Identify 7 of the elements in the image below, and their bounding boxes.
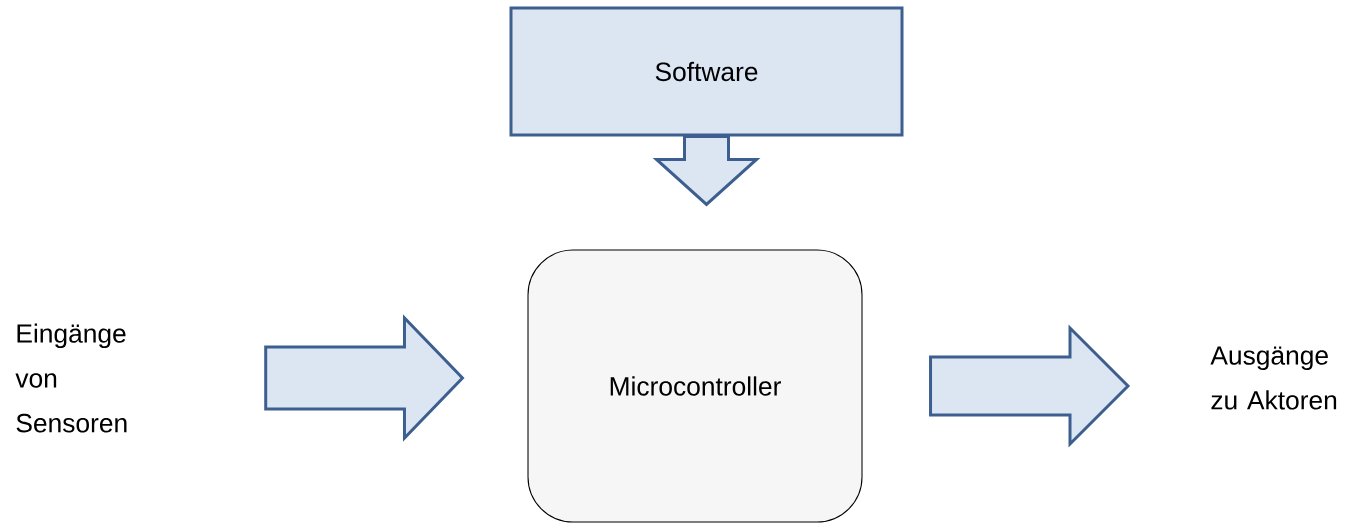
input-label: Eingänge von Sensoren <box>15 323 127 433</box>
output-label: Ausgänge zu Aktoren <box>1210 346 1337 410</box>
block-arrow <box>929 324 1131 448</box>
software-box: Software <box>509 6 904 137</box>
block-arrow <box>264 314 465 442</box>
microcontroller-box: Microcontroller <box>527 249 863 523</box>
block-arrow <box>652 135 761 207</box>
